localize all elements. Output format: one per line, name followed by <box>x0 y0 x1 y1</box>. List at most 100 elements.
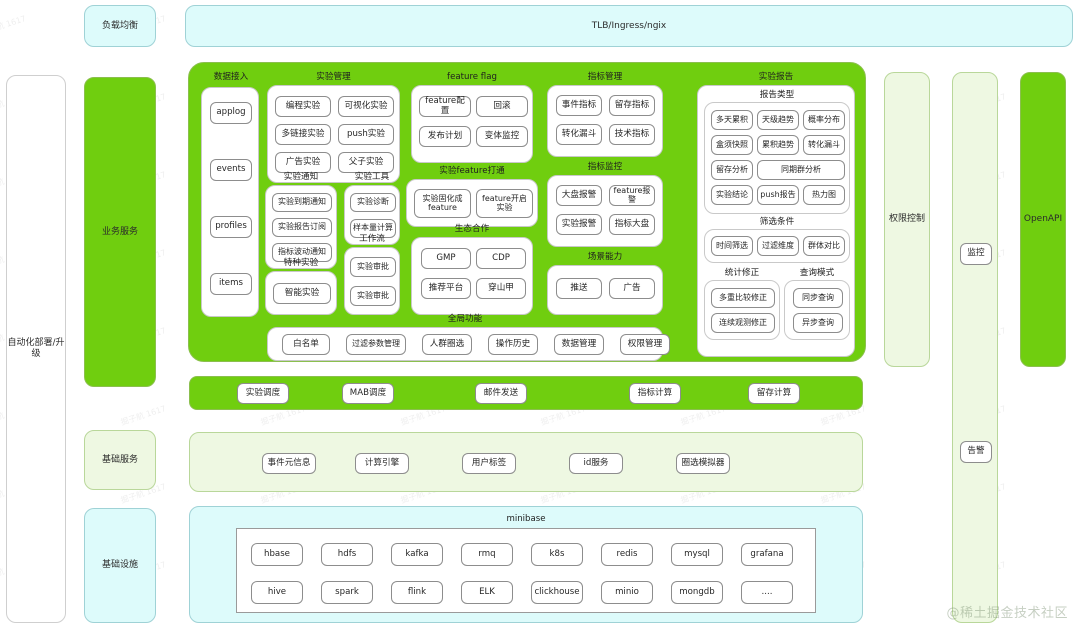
chip-sequential-testing-correction[interactable]: 连续观测修正 <box>711 313 775 333</box>
chip-event-metric[interactable]: 事件指标 <box>556 95 602 116</box>
chip-multilink-experiment[interactable]: 多链接实验 <box>275 124 331 145</box>
chip-push-report[interactable]: push报告 <box>757 185 799 205</box>
global-function-panel: 白名单 过滤参数管理 人群圈选 操作历史 数据管理 权限管理 <box>267 327 670 361</box>
chip-recommend-platform[interactable]: 推荐平台 <box>421 278 471 299</box>
chip-minibase-rmq[interactable]: rmq <box>461 543 513 566</box>
chip-heatmap[interactable]: 热力图 <box>803 185 845 205</box>
chip-multiple-comparison-correction[interactable]: 多重比较修正 <box>711 288 775 308</box>
chip-exp-solidify-feature[interactable]: 实验固化成feature <box>414 189 471 218</box>
chip-chuanshanjia[interactable]: 穿山甲 <box>476 278 526 299</box>
chip-minibase-[interactable]: .... <box>741 581 793 604</box>
layer-basic-service-label: 基础服务 <box>101 454 138 465</box>
chip-retention-calculation[interactable]: 留存计算 <box>748 383 800 404</box>
metric-monitor-title: 指标监控 <box>587 162 623 172</box>
chip-sync-query[interactable]: 同步查询 <box>793 288 843 308</box>
chip-gmp[interactable]: GMP <box>421 248 471 269</box>
chip-cohort-analysis[interactable]: 同期群分析 <box>757 160 845 180</box>
chip-retention-analysis[interactable]: 留存分析 <box>711 160 753 180</box>
chip-exp-expire-notice[interactable]: 实验到期通知 <box>272 193 332 212</box>
chip-parent-child-experiment[interactable]: 父子实验 <box>338 152 394 173</box>
chip-minibase-clickhouse[interactable]: clickhouse <box>531 581 583 604</box>
chip-operation-history[interactable]: 操作历史 <box>488 334 538 355</box>
chip-probability-distribution[interactable]: 概率分布 <box>803 110 845 130</box>
chip-events[interactable]: events <box>210 159 252 181</box>
chip-minibase-grafana[interactable]: grafana <box>741 543 793 566</box>
chip-minibase-flink[interactable]: flink <box>391 581 443 604</box>
chip-feature-start-exp[interactable]: feature开启实验 <box>476 189 533 218</box>
chip-user-tag[interactable]: 用户标签 <box>462 453 516 474</box>
chip-applog[interactable]: applog <box>210 102 252 124</box>
chip-mab-scheduling[interactable]: MAB调度 <box>342 383 394 404</box>
chip-profiles[interactable]: profiles <box>210 216 252 238</box>
chip-async-query[interactable]: 异步查询 <box>793 313 843 333</box>
chip-email-send[interactable]: 邮件发送 <box>475 383 527 404</box>
chip-feature-config[interactable]: feature配置 <box>419 96 471 117</box>
chip-whitelist[interactable]: 白名单 <box>282 334 330 355</box>
chip-sample-size-calc[interactable]: 样本量计算 <box>350 219 396 238</box>
chip-metric-fluctuation-notice[interactable]: 指标波动通知 <box>272 243 332 262</box>
chip-coding-experiment[interactable]: 编程实验 <box>275 96 331 117</box>
chip-exp-approve-1[interactable]: 实验审批 <box>350 257 396 277</box>
chip-minibase-minio[interactable]: minio <box>601 581 653 604</box>
chip-minibase-hbase[interactable]: hbase <box>251 543 303 566</box>
chip-event-meta-info[interactable]: 事件元信息 <box>262 453 316 474</box>
chip-minibase-mysql[interactable]: mysql <box>671 543 723 566</box>
chip-minibase-k8s[interactable]: k8s <box>531 543 583 566</box>
watermark-tile: 掘子航 1617 <box>119 403 168 428</box>
chip-time-filter[interactable]: 时间筛选 <box>711 236 753 256</box>
chip-feature-alarm[interactable]: feature报警 <box>609 185 655 206</box>
chip-rollback[interactable]: 回滚 <box>476 96 528 117</box>
chip-items[interactable]: items <box>210 273 252 295</box>
chip-minibase-redis[interactable]: redis <box>601 543 653 566</box>
chip-compute-engine[interactable]: 计算引擎 <box>355 453 409 474</box>
chip-minibase-mongdb[interactable]: mongdb <box>671 581 723 604</box>
chip-filter-dimension[interactable]: 过滤维度 <box>757 236 799 256</box>
top-bar-tlb-ingress: TLB/Ingress/ngix <box>185 5 1073 47</box>
chip-push-experiment[interactable]: push实验 <box>338 124 394 145</box>
ecosystem-panel: GMP CDP 推荐平台 穿山甲 <box>411 237 533 315</box>
chip-minibase-spark[interactable]: spark <box>321 581 373 604</box>
chip-metric-dashboard[interactable]: 指标大盘 <box>609 214 655 235</box>
chip-report-conversion-funnel[interactable]: 转化漏斗 <box>803 135 845 155</box>
chip-cdp[interactable]: CDP <box>476 248 526 269</box>
chip-group-comparison[interactable]: 群体对比 <box>803 236 845 256</box>
openapi-column: OpenAPI <box>1020 72 1066 367</box>
chip-audience-select[interactable]: 人群圈选 <box>422 334 472 355</box>
experiment-notification-title: 实验通知 <box>283 172 319 182</box>
chip-tech-metric[interactable]: 技术指标 <box>609 124 655 145</box>
chip-boxplot-snapshot[interactable]: 盒须快照 <box>711 135 753 155</box>
chip-conversion-funnel[interactable]: 转化漏斗 <box>556 124 602 145</box>
chip-exp-diagnose[interactable]: 实验诊断 <box>350 193 396 212</box>
chip-experiment-scheduling[interactable]: 实验调度 <box>237 383 289 404</box>
chip-minibase-ELK[interactable]: ELK <box>461 581 513 604</box>
chip-experiment-conclusion[interactable]: 实验结论 <box>711 185 753 205</box>
chip-push[interactable]: 推送 <box>556 278 602 299</box>
chip-monitor[interactable]: 监控 <box>960 243 992 265</box>
chip-daily-trend[interactable]: 天级趋势 <box>757 110 799 130</box>
chip-ad-experiment[interactable]: 广告实验 <box>275 152 331 173</box>
chip-experiment-alarm[interactable]: 实验报警 <box>556 214 602 235</box>
chip-variant-monitor[interactable]: 变体监控 <box>476 126 528 147</box>
chip-visual-experiment[interactable]: 可视化实验 <box>338 96 394 117</box>
chip-id-service[interactable]: id服务 <box>569 453 623 474</box>
chip-filter-param-mgmt[interactable]: 过滤参数管理 <box>346 334 406 355</box>
chip-multi-day-cumulative[interactable]: 多天累积 <box>711 110 753 130</box>
chip-smart-experiment[interactable]: 智能实验 <box>273 283 331 304</box>
chip-exp-report-subscribe[interactable]: 实验报告订阅 <box>272 218 332 237</box>
chip-advertise[interactable]: 广告 <box>609 278 655 299</box>
chip-alarm[interactable]: 告警 <box>960 441 992 463</box>
chip-metric-calculation[interactable]: 指标计算 <box>629 383 681 404</box>
chip-cumulative-trend[interactable]: 累积趋势 <box>757 135 799 155</box>
report-type-title: 报告类型 <box>759 90 795 100</box>
chip-release-plan[interactable]: 发布计划 <box>419 126 471 147</box>
chip-data-management[interactable]: 数据管理 <box>554 334 604 355</box>
chip-retention-metric[interactable]: 留存指标 <box>609 95 655 116</box>
chip-minibase-kafka[interactable]: kafka <box>391 543 443 566</box>
chip-audience-simulator[interactable]: 圈选模拟器 <box>676 453 730 474</box>
chip-minibase-hdfs[interactable]: hdfs <box>321 543 373 566</box>
chip-permission-management[interactable]: 权限管理 <box>620 334 670 355</box>
chip-exp-approve-2[interactable]: 实验审批 <box>350 286 396 306</box>
chip-dashboard-alarm[interactable]: 大盘报警 <box>556 185 602 206</box>
chip-minibase-hive[interactable]: hive <box>251 581 303 604</box>
